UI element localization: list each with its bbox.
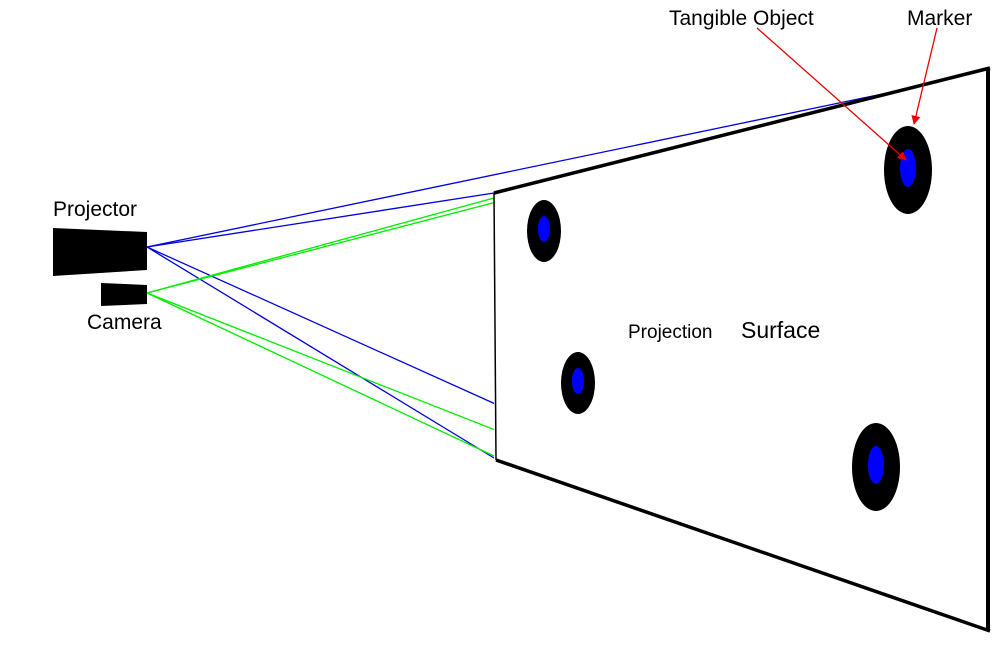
projector-ray-bottom-near (146, 246, 495, 459)
camera-ray-bottom-near (146, 292, 495, 457)
projector-device (53, 228, 147, 276)
projector-ray-top-far (146, 71, 989, 248)
tangible-object (884, 126, 932, 214)
callout-arrows (756, 27, 938, 161)
surface-bottom-edge (495, 458, 991, 633)
tangible-object-arrow (756, 27, 907, 161)
surface-top-edge (493, 66, 991, 195)
object-core (572, 368, 584, 394)
surface-word-label: Surface (741, 317, 820, 343)
tangible-objects (527, 126, 932, 511)
tangible-object (852, 423, 900, 511)
object-core (868, 446, 884, 484)
projector-label: Projector (53, 198, 137, 221)
camera-label: Camera (87, 311, 162, 334)
camera-device (101, 283, 147, 306)
projector-ray-top-near (146, 192, 495, 248)
tangible-object (561, 352, 595, 414)
tangible-object-label: Tangible Object (669, 7, 814, 30)
object-core (900, 149, 916, 187)
marker-label: Marker (907, 7, 972, 30)
camera-ray-top-near (146, 197, 495, 294)
marker-arrow (911, 27, 938, 125)
object-core (538, 216, 550, 242)
tangible-object (527, 200, 561, 262)
projection-word-label: Projection (628, 322, 713, 343)
surface-near-edge (493, 192, 497, 461)
